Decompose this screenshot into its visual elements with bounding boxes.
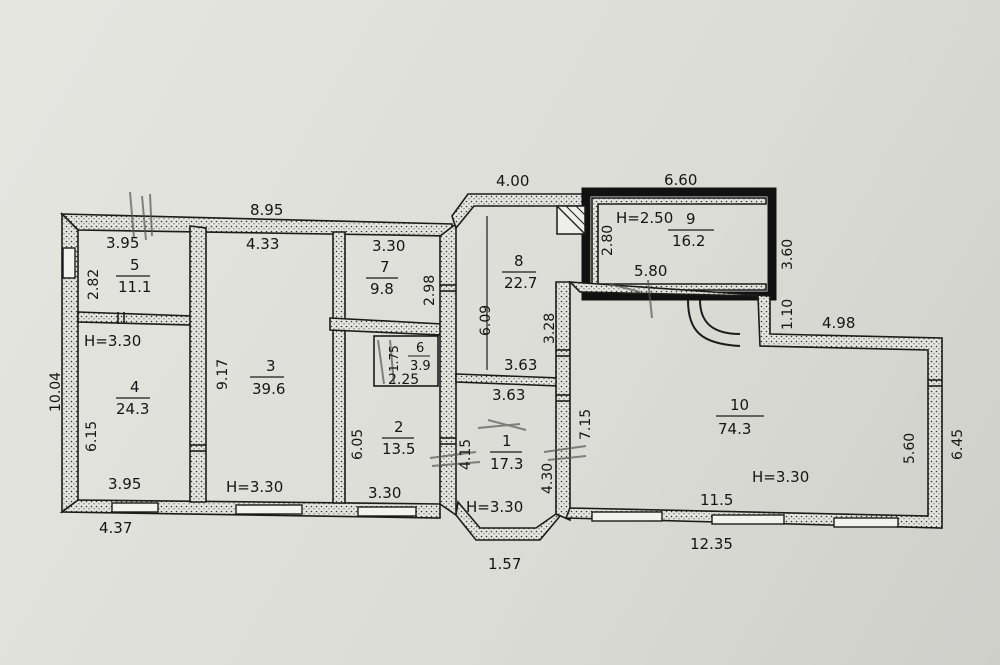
room5-area: 11.1	[118, 278, 151, 296]
dim-right-step: 1.10	[780, 299, 796, 330]
room5-height: 2.82	[86, 269, 102, 300]
room1-ceiling: H=3.30	[466, 498, 523, 516]
stair-symbol	[556, 205, 586, 235]
room3-area: 39.6	[252, 380, 285, 398]
room-4: H=3.30 4 24.3 6.15 3.95	[84, 332, 150, 493]
room-5: 3.95 5 11.1 2.82	[86, 234, 151, 300]
room4-height: 6.15	[84, 421, 100, 452]
window-room3	[235, 504, 303, 515]
room8-width: 3.63	[504, 356, 537, 374]
room1-area: 17.3	[490, 455, 523, 473]
room1-height: 4.15	[458, 439, 474, 470]
room2-area: 13.5	[382, 440, 415, 458]
room7-width: 3.30	[372, 237, 405, 255]
room-9: H=2.50 9 16.2 2.80 5.80	[600, 209, 714, 280]
dim-top-right: 6.60	[664, 171, 697, 189]
room4-width: 3.95	[108, 475, 141, 493]
dim-room9-right: 3.60	[780, 239, 796, 270]
room3-ceiling: H=3.30	[226, 478, 283, 496]
room-6: 6 3.9 1.75 2.25	[387, 341, 431, 388]
window-room10-b	[711, 514, 785, 525]
room10-left-dim: 7.15	[578, 409, 594, 440]
room9-number: 9	[686, 210, 696, 228]
room10-ceiling: H=3.30	[752, 468, 809, 486]
outer-walls	[59, 187, 943, 541]
room7-number: 7	[380, 258, 390, 276]
window-left	[62, 247, 76, 279]
dim-left-height: 10.04	[48, 372, 64, 412]
room9-area: 16.2	[672, 232, 705, 250]
room-8: 8 22.7 6.09 3.28 3.63	[478, 252, 558, 374]
room6-area: 3.9	[410, 359, 431, 374]
window-room10-c	[833, 517, 899, 528]
room10-number: 10	[730, 396, 749, 414]
room8-height: 6.09	[478, 305, 494, 336]
room-1: 3.63 1 17.3 4.15 4.30 H=3.30	[458, 386, 556, 516]
room6-height: 1.75	[387, 345, 401, 372]
room3-width: 4.33	[246, 235, 279, 253]
room2-number: 2	[394, 418, 404, 436]
room1-right-dim: 4.30	[540, 463, 556, 494]
room9-height: 2.80	[600, 225, 616, 256]
pencil-marks	[129, 191, 653, 467]
room10-area: 74.3	[718, 420, 751, 438]
room7-area: 9.8	[370, 280, 394, 298]
dim-top-left: 8.95	[250, 201, 283, 219]
window-room4	[111, 502, 159, 513]
room10-height: 5.60	[902, 433, 918, 464]
room2-width: 3.30	[368, 484, 401, 502]
window-room2	[357, 506, 417, 517]
room3-number: 3	[266, 357, 276, 375]
room6-width: 2.25	[388, 372, 419, 388]
room1-number: 1	[502, 432, 512, 450]
room8-area: 22.7	[504, 274, 537, 292]
window-room10-a	[591, 511, 663, 522]
room-3: 4.33 3 39.6 9.17 H=3.30	[215, 235, 285, 496]
room-7: 3.30 7 9.8 2.98	[366, 237, 438, 306]
room-10: 10 74.3 H=3.30 7.15 5.60 11.5	[578, 396, 918, 509]
windows	[62, 247, 899, 528]
room8-right-dim: 3.28	[542, 313, 558, 344]
room9-width: 5.80	[634, 262, 667, 280]
room6-number: 6	[416, 341, 424, 356]
dim-top-mid: 4.00	[496, 172, 529, 190]
room6-outline	[373, 335, 439, 387]
room4-area: 24.3	[116, 400, 149, 418]
room2-height: 6.05	[350, 429, 366, 460]
dim-right-top: 4.98	[822, 314, 855, 332]
room10-width: 11.5	[700, 491, 733, 509]
dim-bottom-right: 12.35	[690, 535, 733, 553]
room5-number: 5	[130, 256, 140, 274]
room8-number: 8	[514, 252, 524, 270]
room-2: 2 13.5 6.05 3.30	[350, 418, 415, 502]
room3-height: 9.17	[215, 359, 231, 390]
dim-bottom-mid: 1.57	[488, 555, 521, 573]
dim-right-outer: 6.45	[950, 429, 966, 460]
room1-width: 3.63	[492, 386, 525, 404]
room4-ceiling: H=3.30	[84, 332, 141, 350]
room4-number: 4	[130, 378, 140, 396]
door-marks	[117, 284, 942, 452]
room5-width: 3.95	[106, 234, 139, 252]
room9-ceiling: H=2.50	[616, 209, 673, 227]
dim-bottom-left: 4.37	[99, 519, 132, 537]
room7-height: 2.98	[422, 275, 438, 306]
